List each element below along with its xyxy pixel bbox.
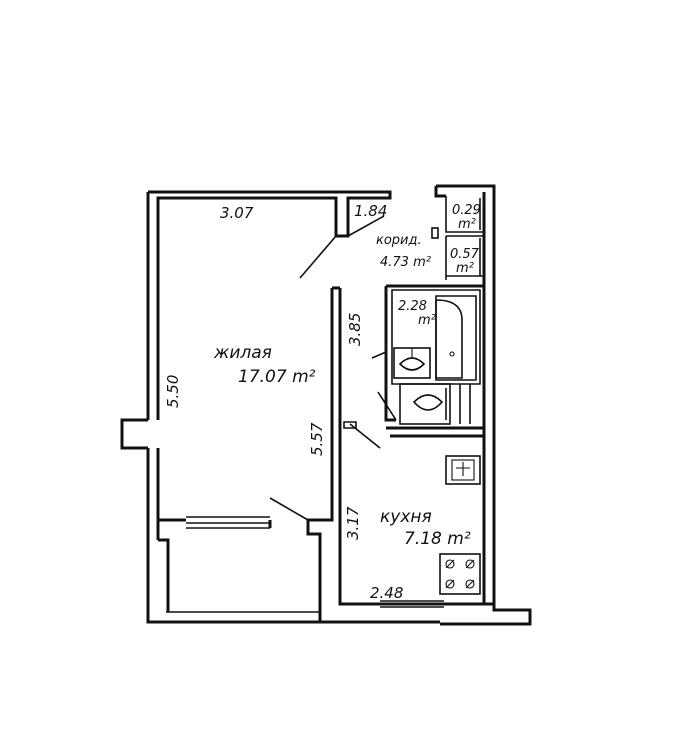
room-kitchen-name: кухня [380, 507, 432, 527]
dim-corridor-top: 1.84 [354, 202, 387, 220]
corridor-closets [431, 196, 484, 280]
room-living-area: 17.07 m² [238, 367, 316, 387]
dim-living-right: 5.57 [308, 422, 326, 456]
toilet-icon [399, 383, 471, 425]
kitchen-sink-icon [445, 455, 481, 485]
room-corridor-name: корид. [376, 233, 422, 248]
dim-living-left: 5.50 [164, 375, 182, 408]
dim-living-top: 3.07 [220, 204, 254, 222]
dim-bath-area: 2.28 [398, 299, 427, 314]
dim-closet-area: 0.29 [452, 203, 481, 218]
dim-partition-upper: 3.85 [346, 313, 364, 346]
outer-walls [120, 184, 532, 626]
dim-kitchen-bottom: 2.48 [370, 584, 403, 602]
bathtub-icon [391, 289, 481, 385]
windows [186, 516, 444, 608]
dim-closet2-unit: m² [456, 261, 474, 276]
sink-icon [393, 347, 431, 379]
room-corridor-area: 4.73 m² [380, 255, 431, 270]
dim-partition-lower: 3.17 [344, 506, 362, 540]
doors [269, 215, 397, 521]
dim-bath-unit: m² [418, 313, 436, 328]
dimension-labels: 3.07 1.84 0.29 m² 0.57 m² 2.28 m² 5.50 5… [164, 202, 481, 602]
room-living-name: жилая [213, 343, 272, 363]
room-kitchen-area: 7.18 m² [404, 529, 471, 549]
dim-closet-unit: m² [458, 217, 476, 232]
room-labels: жилая 17.07 m² корид. 4.73 m² кухня 7.18… [213, 233, 471, 549]
stove-icon [439, 553, 481, 595]
dim-closet2-area: 0.57 [450, 247, 480, 262]
